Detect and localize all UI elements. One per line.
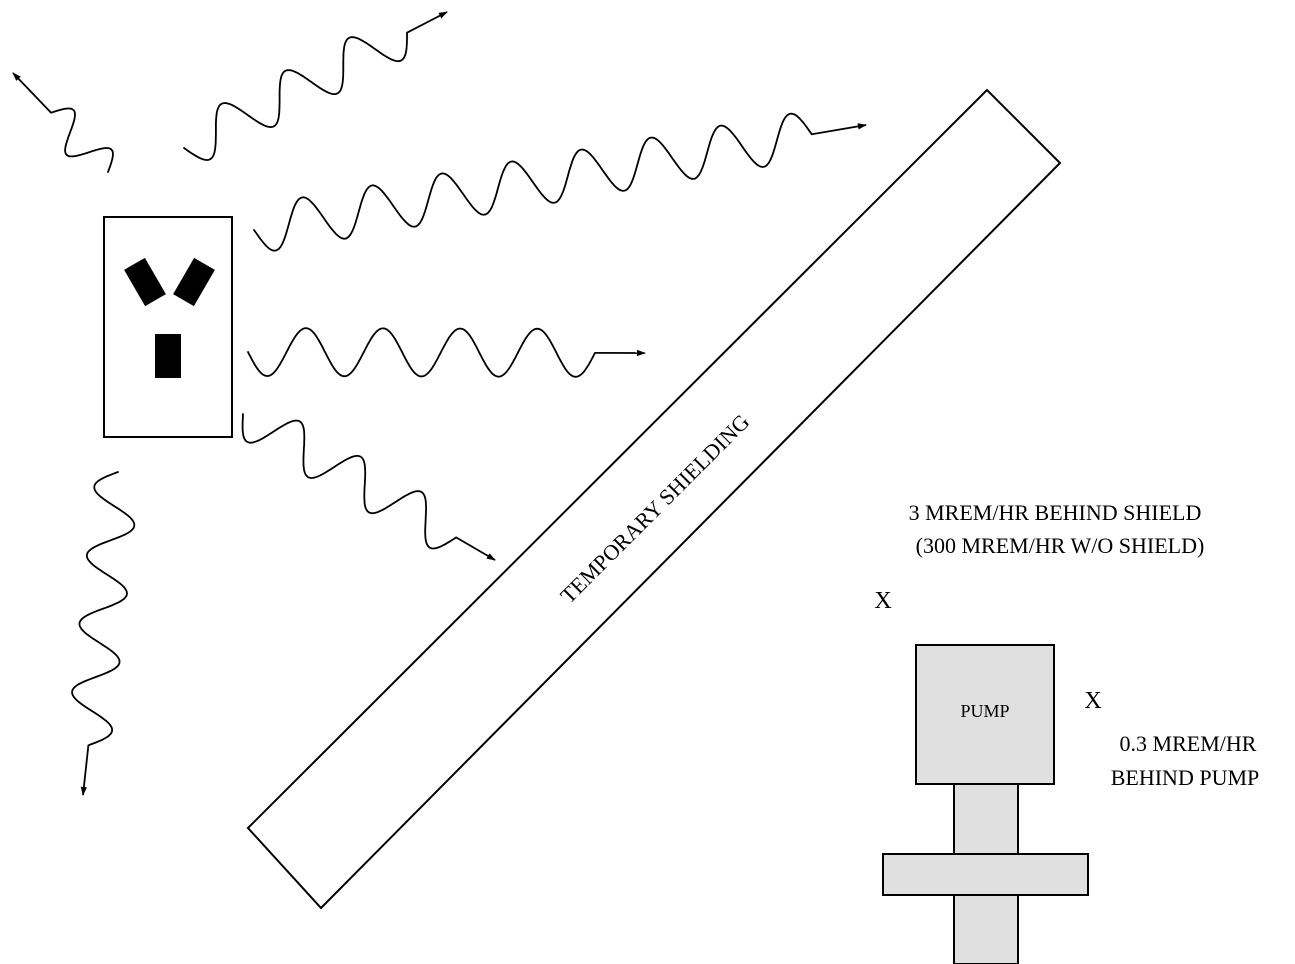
gamma-rays: [12, 11, 867, 796]
gamma-ray-upper-left-wave: [50, 107, 114, 173]
gamma-ray-upper-left-arrowhead: [12, 72, 52, 114]
gamma-ray-upper-arrowhead: [406, 11, 448, 34]
gamma-ray-right-mid: [247, 327, 646, 378]
gamma-ray-right-long: [253, 112, 867, 252]
gamma-ray-upper-wave: [183, 31, 408, 161]
radiation-source: [103, 216, 233, 438]
shield-dose-reading: 3 MREM/HR BEHIND SHIELD: [909, 500, 1202, 525]
radiation-trefoil-icon: [124, 257, 215, 378]
gamma-ray-lower-diagonal-wave: [241, 413, 457, 550]
temporary-shielding: TEMPORARY SHIELDING: [246, 88, 1062, 910]
pump-assembly: PUMP: [882, 644, 1089, 964]
pump-flange: [882, 853, 1089, 896]
gamma-ray-lower-diagonal-arrowhead: [455, 536, 496, 561]
gamma-ray-down-arrowhead: [80, 745, 90, 796]
gamma-ray-right-mid-wave: [247, 327, 596, 378]
gamma-ray-upper: [183, 11, 448, 161]
shield-slab: [246, 88, 1062, 910]
pump-shaft-lower: [953, 894, 1019, 964]
gamma-ray-lower-diagonal: [241, 413, 496, 561]
gamma-ray-down: [71, 471, 136, 796]
pump-dose-location: BEHIND PUMP: [1111, 765, 1260, 790]
gamma-ray-right-long-wave: [253, 112, 813, 252]
shield-measurement-marker: X: [874, 588, 891, 614]
gamma-ray-down-wave: [71, 471, 136, 747]
pump-body: [915, 644, 1055, 785]
gamma-ray-upper-left: [12, 72, 114, 173]
source-container: [103, 216, 233, 438]
pump-dose-reading: 0.3 MREM/HR: [1120, 731, 1257, 756]
unshielded-dose-reading: (300 MREM/HR W/O SHIELD): [916, 533, 1205, 558]
pump-shaft-upper: [953, 783, 1019, 855]
pump-label: PUMP: [960, 701, 1009, 721]
gamma-ray-right-long-arrowhead: [811, 123, 867, 136]
pump-measurement-marker: X: [1084, 688, 1101, 714]
